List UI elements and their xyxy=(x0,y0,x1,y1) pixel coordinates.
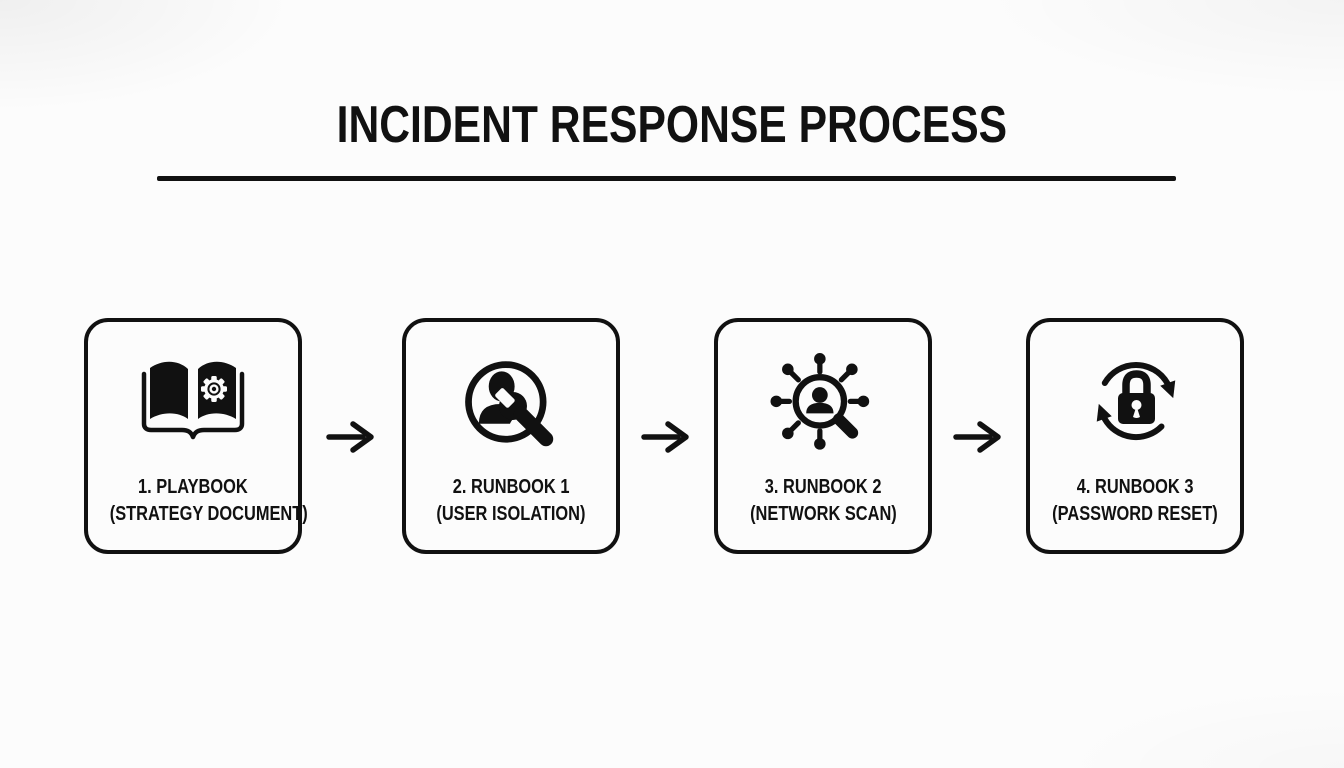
step-box-runbook-3: 4. RUNBOOK 3 (PASSWORD RESET) xyxy=(1026,318,1244,554)
step-title: 4. RUNBOOK 3 xyxy=(1076,476,1194,498)
step-subtitle: (PASSWORD RESET) xyxy=(1052,503,1218,525)
right-arrow-icon xyxy=(326,417,378,457)
step-label-runbook-3: 4. RUNBOOK 3 (PASSWORD RESET) xyxy=(1030,474,1240,528)
page-title-text: INCIDENT RESPONSE PROCESS xyxy=(336,96,1008,154)
step-subtitle: (USER ISOLATION) xyxy=(436,503,586,525)
title-underline xyxy=(157,176,1176,181)
step-box-runbook-1: 2. RUNBOOK 1 (USER ISOLATION) xyxy=(402,318,620,554)
open-book-gear-icon xyxy=(88,350,298,458)
step-label-runbook-2: 3. RUNBOOK 2 (NETWORK SCAN) xyxy=(718,474,928,528)
step-box-playbook: 1. PLAYBOOK (STRATEGY DOCUMENT) xyxy=(84,318,308,554)
page-title: INCIDENT RESPONSE PROCESS xyxy=(0,99,1344,151)
right-arrow-icon xyxy=(641,417,693,457)
network-scan-icon xyxy=(718,350,928,458)
step-title: 1. PLAYBOOK xyxy=(138,476,248,498)
step-subtitle: (STRATEGY DOCUMENT) xyxy=(109,503,308,525)
step-label-playbook: 1. PLAYBOOK (STRATEGY DOCUMENT) xyxy=(88,474,308,528)
step-label-runbook-1: 2. RUNBOOK 1 (USER ISOLATION) xyxy=(406,474,616,528)
lock-refresh-icon xyxy=(1030,350,1240,458)
step-title: 3. RUNBOOK 2 xyxy=(764,476,882,498)
step-subtitle: (NETWORK SCAN) xyxy=(749,503,897,525)
right-arrow-icon xyxy=(953,417,1005,457)
user-wrench-icon xyxy=(406,350,616,458)
step-box-runbook-2: 3. RUNBOOK 2 (NETWORK SCAN) xyxy=(714,318,932,554)
step-title: 2. RUNBOOK 1 xyxy=(452,476,570,498)
